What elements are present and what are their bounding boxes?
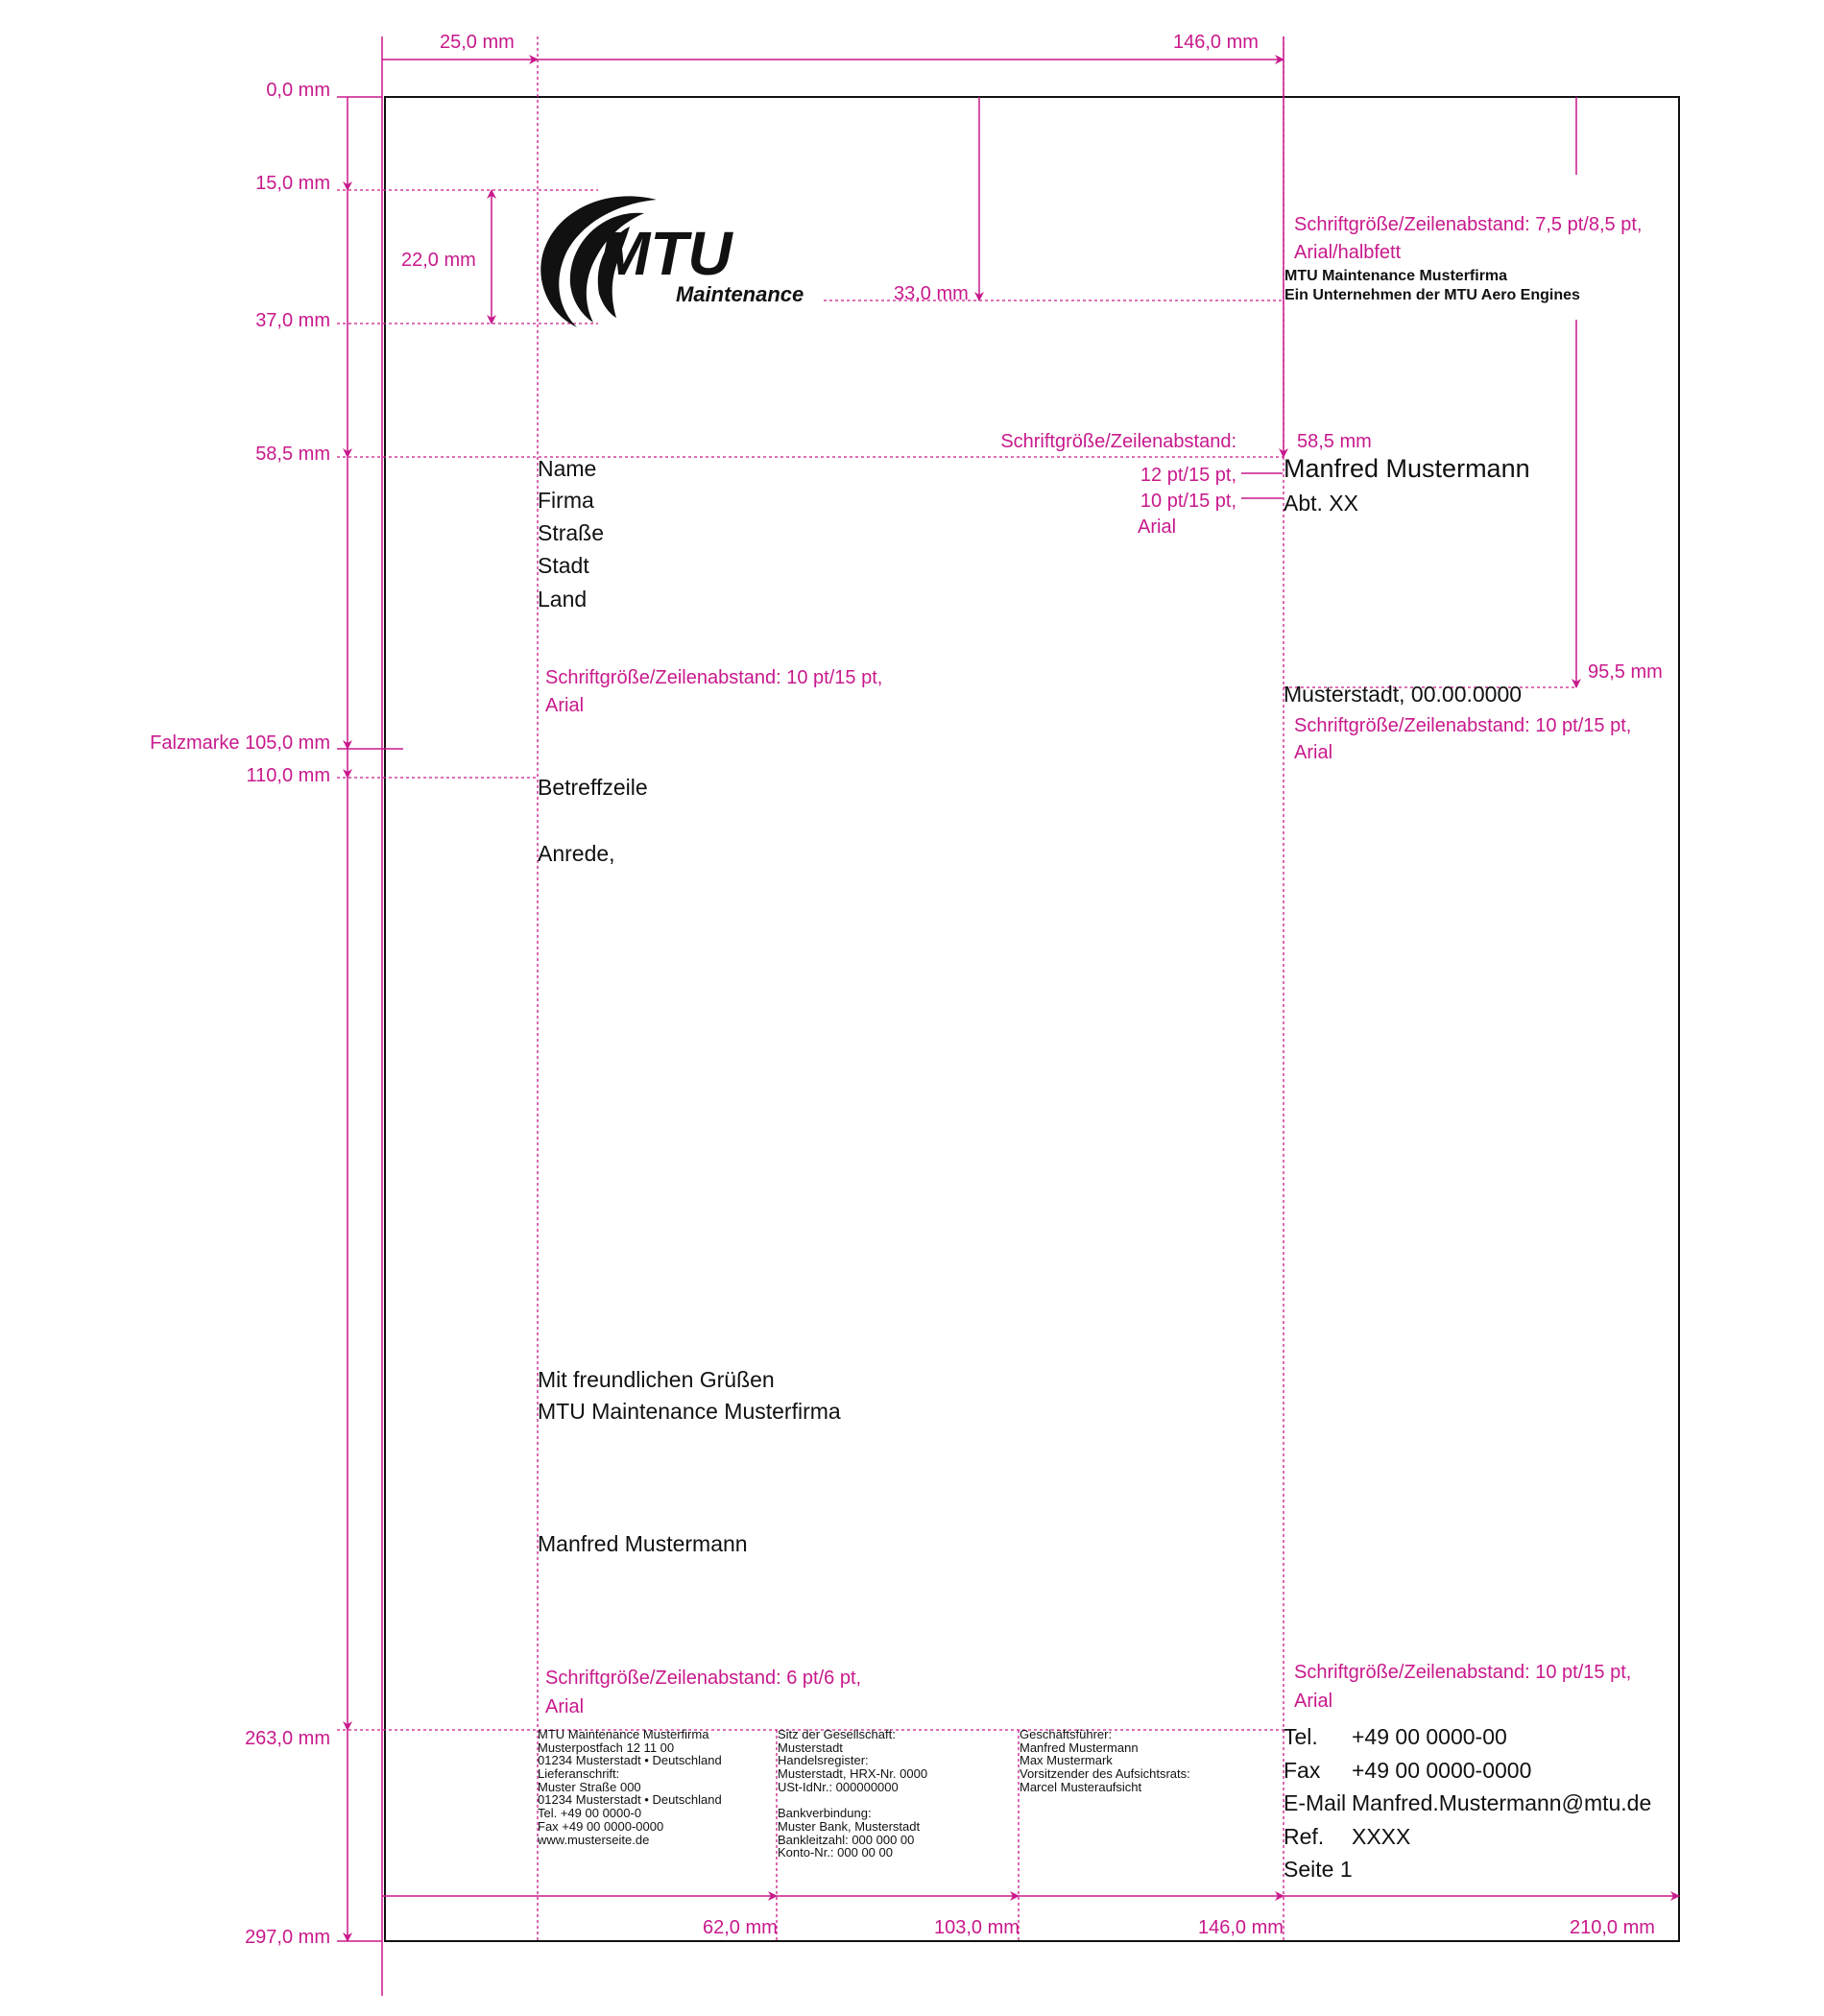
- dim-col2: 62,0 mm: [703, 1917, 778, 1938]
- footer-line: Musterstadt, HRX-Nr. 0000: [778, 1766, 928, 1782]
- footer-line: MTU Maintenance Musterfirma: [538, 1727, 709, 1741]
- footer-line: Muster Straße 000: [538, 1779, 641, 1794]
- dim-date-y: 95,5 mm: [1588, 661, 1663, 683]
- footer-line: Max Mustermark: [1020, 1753, 1113, 1768]
- footer-line: Konto-Nr.: 000 00 00: [778, 1845, 893, 1860]
- header-parent: Ein Unternehmen der MTU Aero Engines: [1284, 287, 1580, 303]
- letter-date: Musterstadt, 00.00.0000: [1284, 682, 1523, 707]
- dim-left-margin: 25,0 mm: [440, 32, 515, 53]
- page-border: [384, 96, 1680, 1942]
- closing-company: MTU Maintenance Musterfirma: [538, 1399, 841, 1424]
- recipient-city: Stadt: [538, 553, 589, 578]
- footer-line: 01234 Musterstadt • Deutschland: [538, 1792, 722, 1808]
- svg-text:MTU: MTU: [599, 219, 733, 288]
- dim-logo-height: 22,0 mm: [401, 250, 476, 271]
- salutation: Anrede,: [538, 841, 615, 866]
- footer-line: Handelsregister:: [778, 1753, 869, 1768]
- date-spec: Schriftgröße/Zeilenabstand: 10 pt/15 pt,: [1294, 715, 1632, 736]
- recipient-street: Straße: [538, 520, 605, 545]
- footer-line: Lieferanschrift:: [538, 1766, 620, 1782]
- sender-spec-label: Schriftgröße/Zeilenabstand:: [1000, 431, 1236, 452]
- dim-logo-top: 15,0 mm: [255, 173, 330, 194]
- contact-fax-value: +49 00 0000-0000: [1352, 1758, 1532, 1783]
- contact-ref-label: Ref.: [1284, 1824, 1325, 1849]
- footer-line: Marcel Musteraufsicht: [1020, 1779, 1142, 1794]
- footer-col-address: MTU Maintenance Musterfirma Musterpostfa…: [538, 1728, 722, 1846]
- footer-line: Bankleitzahl: 000 000 00: [778, 1832, 915, 1847]
- header-company: MTU Maintenance Musterfirma: [1284, 268, 1508, 284]
- sender-dept: Abt. XX: [1284, 491, 1358, 516]
- contact-ref-value: XXXX: [1352, 1824, 1411, 1849]
- dim-page-bottom: 297,0 mm: [245, 1927, 330, 1948]
- contact-tel-value: +49 00 0000-00: [1352, 1724, 1507, 1749]
- dim-address-x: 146,0 mm: [1173, 32, 1259, 53]
- footer-line: Bankverbindung:: [778, 1806, 872, 1821]
- sender-spec-2: 10 pt/15 pt,: [1140, 491, 1236, 512]
- footer-col-management: Geschäftsführer: Manfred Mustermann Max …: [1020, 1728, 1190, 1793]
- page-number: Seite 1: [1284, 1857, 1353, 1882]
- contact-spec: Schriftgröße/Zeilenabstand: 10 pt/15 pt,: [1294, 1662, 1632, 1683]
- recipient-company: Firma: [538, 488, 594, 513]
- mtu-maintenance-logo: MTU Maintenance: [540, 196, 804, 327]
- footer-line: www.musterseite.de: [538, 1832, 650, 1847]
- recipient-name: Name: [538, 456, 597, 481]
- footer-line: Muster Bank, Musterstadt: [778, 1818, 921, 1834]
- svg-text:Maintenance: Maintenance: [676, 282, 804, 306]
- address-spec: Schriftgröße/Zeilenabstand: 10 pt/15 pt,: [545, 667, 883, 688]
- dim-address-top: 58,5 mm: [255, 444, 330, 465]
- sender-name: Manfred Mustermann: [1284, 454, 1530, 483]
- footer-font: Arial: [545, 1696, 585, 1717]
- sender-spec-1: 12 pt/15 pt,: [1140, 465, 1236, 486]
- arrows: [337, 36, 1680, 1996]
- guide-lines: [337, 36, 1576, 1941]
- footer-line: Manfred Mustermann: [1020, 1740, 1139, 1755]
- footer-line: Musterpostfach 12 11 00: [538, 1740, 675, 1755]
- dim-header-text-y: 33,0 mm: [894, 283, 969, 304]
- dim-top: 0,0 mm: [266, 80, 330, 101]
- dim-footer-top: 263,0 mm: [245, 1728, 330, 1749]
- dim-col3: 103,0 mm: [934, 1917, 1020, 1938]
- footer-line: [778, 1793, 927, 1807]
- dim-sender-y: 58,5 mm: [1297, 431, 1372, 452]
- footer-line: Musterstadt: [778, 1740, 843, 1755]
- footer-line: Tel. +49 00 0000-0: [538, 1806, 642, 1821]
- contact-fax-label: Fax: [1284, 1758, 1321, 1783]
- closing: Mit freundlichen Grüßen: [538, 1367, 775, 1392]
- header-spec: Schriftgröße/Zeilenabstand: 7,5 pt/8,5 p…: [1294, 214, 1643, 235]
- dim-logo-bottom: 37,0 mm: [255, 310, 330, 331]
- footer-line: Sitz der Gesellschaft:: [778, 1727, 896, 1741]
- footer-line: 01234 Musterstadt • Deutschland: [538, 1753, 722, 1768]
- footer-line: USt-IdNr.: 000000000: [778, 1779, 899, 1794]
- footer-line: Vorsitzender des Aufsichtsrats:: [1020, 1766, 1190, 1782]
- contact-email-label: E-Mail: [1284, 1790, 1347, 1815]
- footer-line: Geschäftsführer:: [1020, 1727, 1113, 1741]
- dim-fold-mark: Falzmarke 105,0 mm: [150, 732, 330, 754]
- signature-name: Manfred Mustermann: [538, 1531, 748, 1556]
- contact-tel-label: Tel.: [1284, 1724, 1318, 1749]
- footer-spec: Schriftgröße/Zeilenabstand: 6 pt/6 pt,: [545, 1668, 862, 1689]
- dim-subject: 110,0 mm: [246, 765, 330, 786]
- dim-page-width: 210,0 mm: [1570, 1917, 1655, 1938]
- sender-font: Arial: [1138, 516, 1177, 538]
- recipient-country: Land: [538, 587, 588, 612]
- contact-font: Arial: [1294, 1691, 1333, 1712]
- header-font: Arial/halbfett: [1294, 242, 1402, 263]
- footer-line: Fax +49 00 0000-0000: [538, 1818, 664, 1834]
- date-font: Arial: [1294, 742, 1333, 763]
- footer-col-registry: Sitz der Gesellschaft: Musterstadt Hande…: [778, 1728, 927, 1860]
- contact-email-value: Manfred.Mustermann@mtu.de: [1352, 1790, 1652, 1815]
- subject-line: Betreffzeile: [538, 775, 648, 800]
- dim-col4: 146,0 mm: [1198, 1917, 1284, 1938]
- address-font: Arial: [545, 695, 585, 716]
